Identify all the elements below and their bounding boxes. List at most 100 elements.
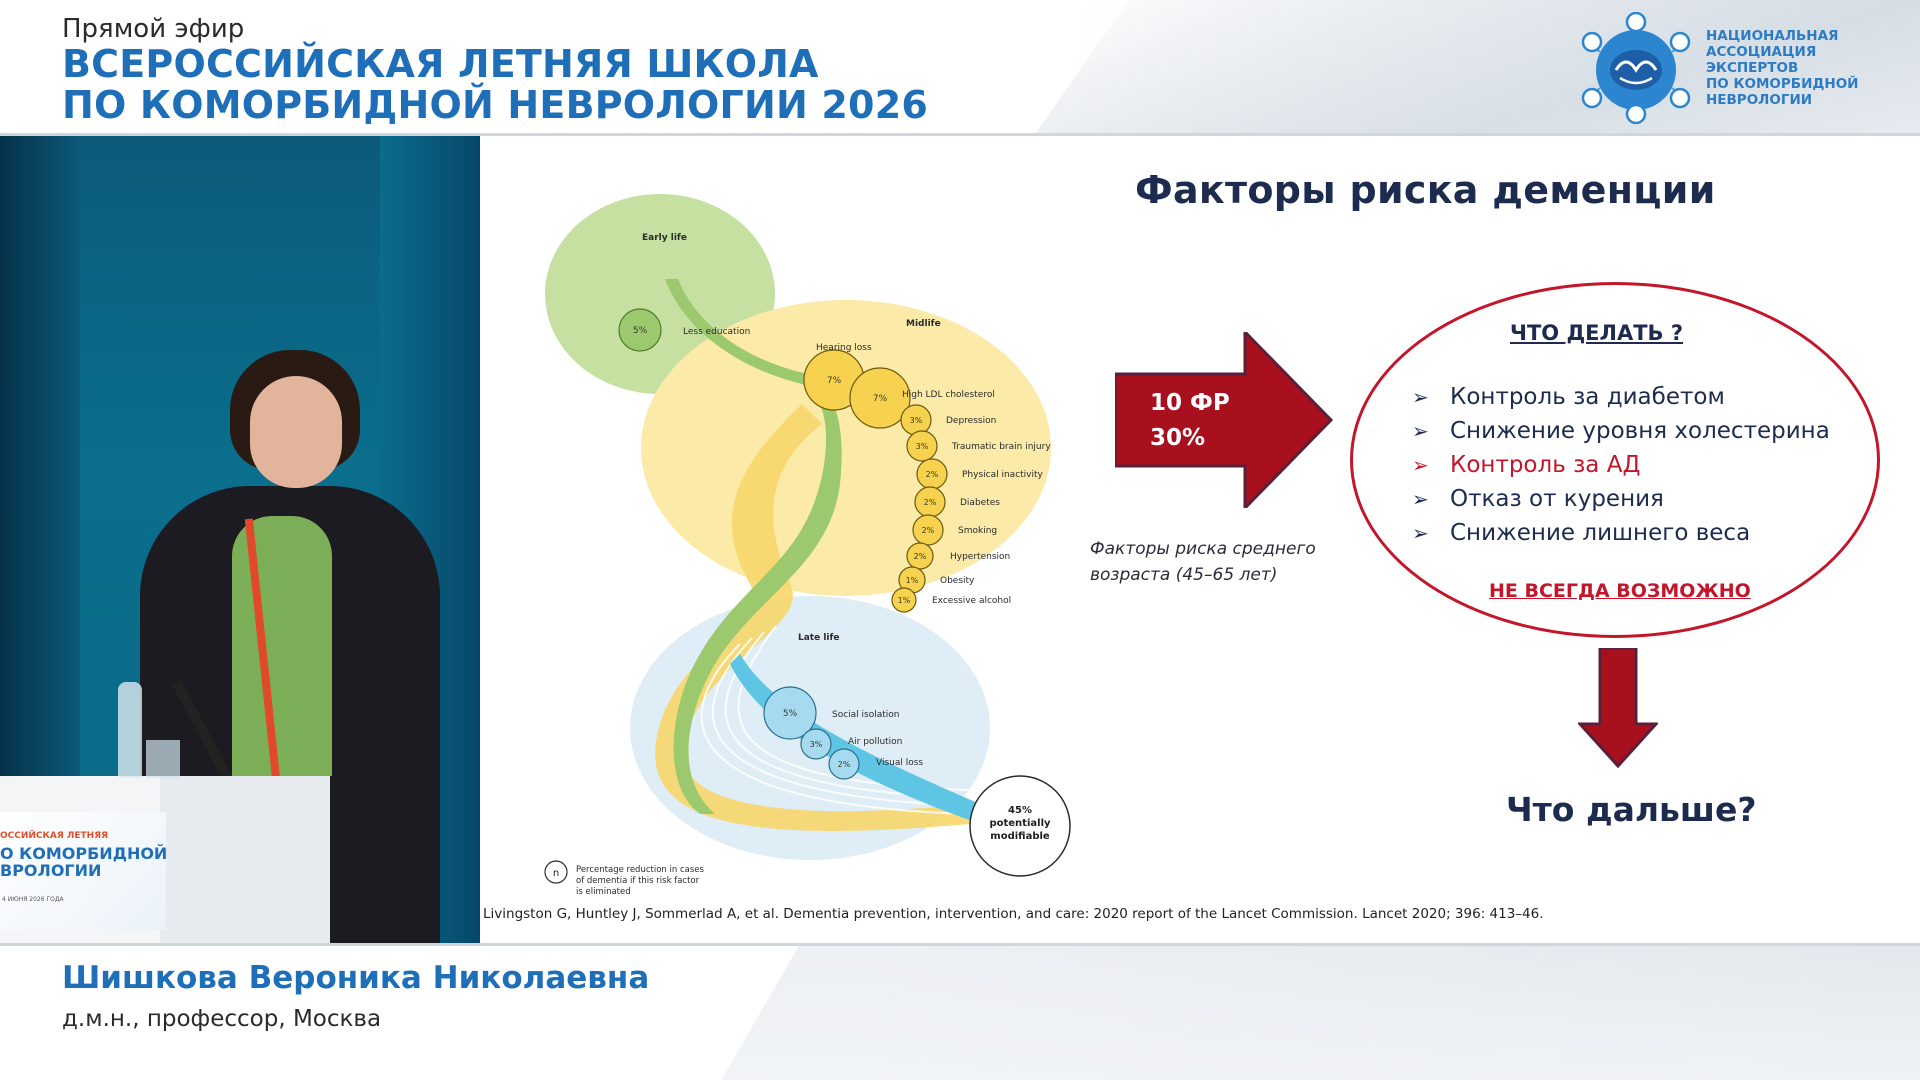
org-line2: АССОЦИАЦИЯ [1706,44,1817,60]
risk-factor-count: 10 ФР [1150,390,1230,416]
action-item: ➢ Отказ от курения [1412,482,1830,516]
org-line1: НАЦИОНАЛЬНАЯ [1706,28,1839,44]
risk-factor-summary: 10 ФР 30% [1150,386,1230,456]
risk-factor-percent: 1% [898,596,911,605]
actions-ellipse [1350,282,1880,638]
action-label: Снижение уровня холестерина [1450,418,1830,444]
footer-sheen [721,946,1920,1080]
risk-factor-label: Less education [683,327,750,337]
what-to-do-heading: ЧТО ДЕЛАТЬ ? [1510,321,1684,345]
risk-factor-percent: 7% [873,394,888,404]
midlife-note: Факторы риска среднего возраста (45–65 л… [1090,536,1316,588]
whats-next-heading: Что дальше? [1506,790,1757,829]
podium-banner [0,812,166,930]
legend-symbol: n [553,868,559,879]
red-right-arrow-icon [1115,332,1334,508]
risk-factor-percent: 2% [914,552,927,561]
red-down-arrow-icon [1578,648,1658,768]
podium-line1: ОССИЙСКАЯ ЛЕТНЯЯ [0,831,109,841]
not-always-possible-note: НЕ ВСЕГДА ВОЗМОЖНО [1489,580,1751,602]
action-item: ➢Контроль за диабетом [1412,380,1830,414]
action-item-highlighted: ➢Контроль за АД [1412,448,1830,482]
risk-factor-percent: 2% [922,526,935,535]
podium-line2: О КОМОРБИДНОЙ [0,844,168,863]
speaker-video: ОССИЙСКАЯ ЛЕТНЯЯ О КОМОРБИДНОЙ ВРОЛОГИИ … [0,136,480,944]
risk-factor-label: Depression [946,416,996,426]
legend-line3: is eliminated [576,887,631,897]
action-label: Контроль за диабетом [1450,384,1725,410]
risk-factor-label: Physical inactivity [962,470,1044,480]
action-list: ➢Контроль за диабетом ➢Снижение уровня х… [1412,380,1830,550]
risk-factor-percent: 1% [906,576,919,585]
blue-flow-band [730,654,980,824]
speaker-role: д.м.н., профессор, Москва [62,1006,382,1032]
legend-circle [544,860,568,884]
footer-divider [0,943,1920,946]
risk-factor-percent: 2% [838,760,851,769]
risk-factor-percent: 5% [633,326,648,336]
midlife-note-line2: возраста (45–65 лет) [1090,565,1278,585]
risk-factor-label: Air pollution [848,737,902,747]
podium-side [160,776,330,944]
action-label: Контроль за АД [1450,452,1641,478]
risk-factor-percent: 7% [827,376,842,386]
podium-date: 4 ИЮНЯ 2026 ГОДА [2,896,64,903]
midlife-label: Midlife [906,319,941,329]
podium-banner-text: ОССИЙСКАЯ ЛЕТНЯЯ О КОМОРБИДНОЙ ВРОЛОГИИ [0,828,167,879]
org-line3: ЭКСПЕРТОВ [1706,60,1799,76]
action-item: ➢ Снижение уровня холестерина [1412,414,1830,448]
action-label: Снижение лишнего веса [1450,520,1751,546]
total-line3: modifiable [990,831,1050,842]
slide-title: Факторы риска деменции [1135,168,1716,212]
midlife-note-line1: Факторы риска среднего [1090,539,1316,559]
total-modifiable-circle [969,775,1071,877]
legend-line1: Percentage reduction in cases [576,865,704,875]
water-glass [146,740,180,778]
risk-factor-percent: 2% [924,498,937,507]
water-bottle [118,682,142,778]
risk-factor-label: Social isolation [832,710,900,720]
org-line4: ПО КОМОРБИДНОЙ [1706,76,1859,92]
risk-factor-label: Visual loss [876,758,923,768]
risk-factor-bubbles: 5% Less education 7% Hearing loss 7% High LDL… [618,308,1051,780]
lancet-risk-factor-diagram: Early life Midlife Late life 5% Less educ… [544,194,1071,897]
risk-factor-label: Hypertension [950,552,1010,562]
total-percent: 45% [1008,805,1032,816]
speaker-face [250,376,342,488]
speaker-lower-third [0,946,1920,1080]
risk-factor-bubble [912,514,944,546]
event-title-line2: ПО КОМОРБИДНОЙ НЕВРОЛОГИИ 2026 [62,83,928,127]
event-title: ВСЕРОССИЙСКАЯ ЛЕТНЯЯ ШКОЛА ПО КОМОРБИДНО… [62,44,928,126]
risk-factor-label: Excessive alcohol [932,596,1011,606]
risk-factor-percent: 5% [783,709,798,719]
late-life-label: Late life [798,633,840,643]
risk-factor-label: Traumatic brain injury [951,442,1051,452]
risk-factor-label: Smoking [958,526,997,536]
legend-line2: of dementia if this risk factor [576,876,700,886]
event-title-line1: ВСЕРОССИЙСКАЯ ЛЕТНЯЯ ШКОЛА [62,42,819,86]
green-flow-band [665,279,842,814]
risk-factor-percent: 3% [916,442,929,451]
risk-factor-bubble [906,542,934,570]
risk-factor-bubble [849,367,911,429]
risk-factor-bubble [906,430,938,462]
risk-factor-label: Obesity [940,576,975,586]
speaker-name: Шишкова Вероника Николаевна [62,960,650,996]
yellow-flow-band [655,404,970,831]
org-line5: НЕВРОЛОГИИ [1706,92,1813,108]
risk-factor-bubble [800,728,832,760]
risk-factor-label: Hearing loss [816,343,872,353]
action-label: Отказ от курения [1450,486,1664,512]
early-life-label: Early life [642,233,687,243]
chevron-right-icon: ➢ [1412,419,1429,443]
risk-factor-label: High LDL cholesterol [902,390,995,400]
header-divider [0,133,1920,136]
speaker-shirt [232,516,332,776]
chevron-right-icon: ➢ [1412,521,1429,545]
total-line2: potentially [989,818,1051,829]
organization-name: НАЦИОНАЛЬНАЯ АССОЦИАЦИЯ ЭКСПЕРТОВ ПО КОМ… [1706,28,1858,108]
risk-factor-bubble [891,587,917,613]
chevron-right-icon: ➢ [1412,487,1429,511]
risk-factor-bubble [828,748,860,780]
brain-network-logo-icon [1581,12,1691,124]
